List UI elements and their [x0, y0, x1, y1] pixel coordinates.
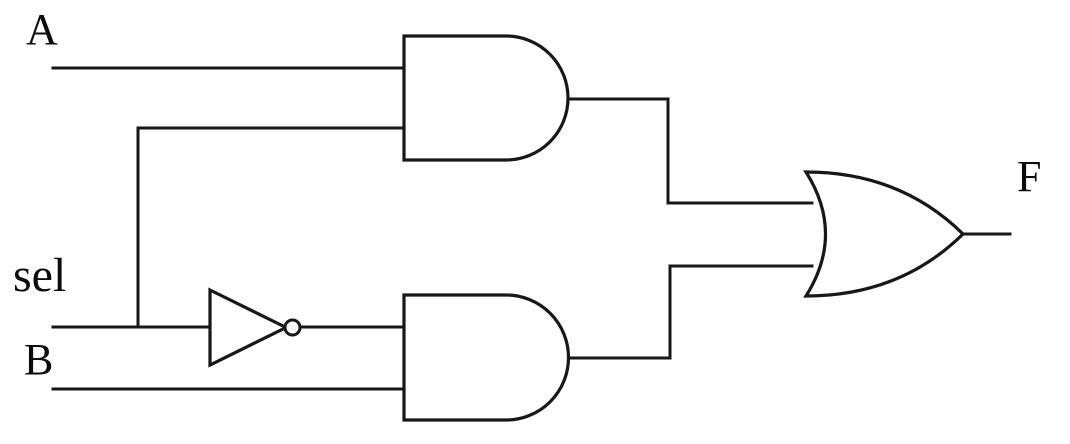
- gate-and-top[interactable]: [402, 34, 570, 162]
- inverter-bubble-icon: [283, 318, 302, 337]
- wire-and-top-out-to-or: [566, 97, 814, 205]
- wire-and-bottom-out-to-or: [566, 264, 814, 360]
- gate-and-bottom[interactable]: [402, 293, 571, 422]
- label-output-f: F: [1017, 152, 1042, 201]
- label-input-b: B: [24, 335, 54, 384]
- gate-not-sel[interactable]: [208, 287, 290, 368]
- wire-sel-branch-to-and-top: [136, 126, 406, 329]
- label-input-sel: sel: [13, 249, 67, 302]
- gate-or-output[interactable]: [803, 170, 966, 298]
- label-input-a: A: [26, 5, 58, 54]
